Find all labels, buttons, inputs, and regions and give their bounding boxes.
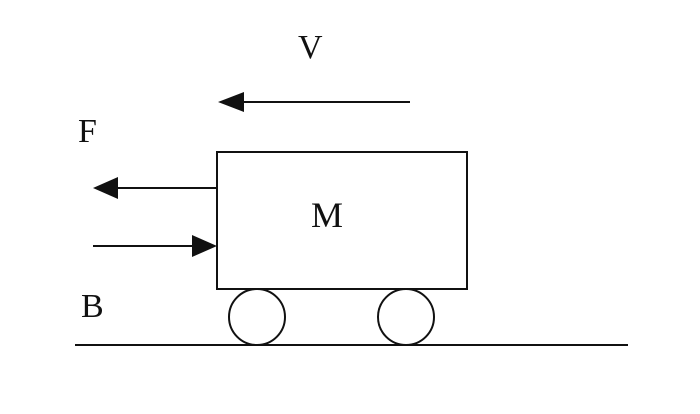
wheel-left (228, 288, 286, 346)
mass-label: M (311, 195, 343, 235)
force-arrow-right (93, 235, 217, 257)
point-b-label: B (81, 288, 104, 325)
arrow-right-icon (192, 235, 217, 257)
cart-body (216, 151, 468, 290)
velocity-label: V (298, 29, 323, 66)
velocity-arrow (218, 92, 410, 112)
force-arrow-left (93, 177, 216, 199)
wheel-right (377, 288, 435, 346)
arrow-left-icon (218, 92, 244, 112)
arrow-left-icon (93, 177, 118, 199)
force-label: F (78, 113, 97, 150)
